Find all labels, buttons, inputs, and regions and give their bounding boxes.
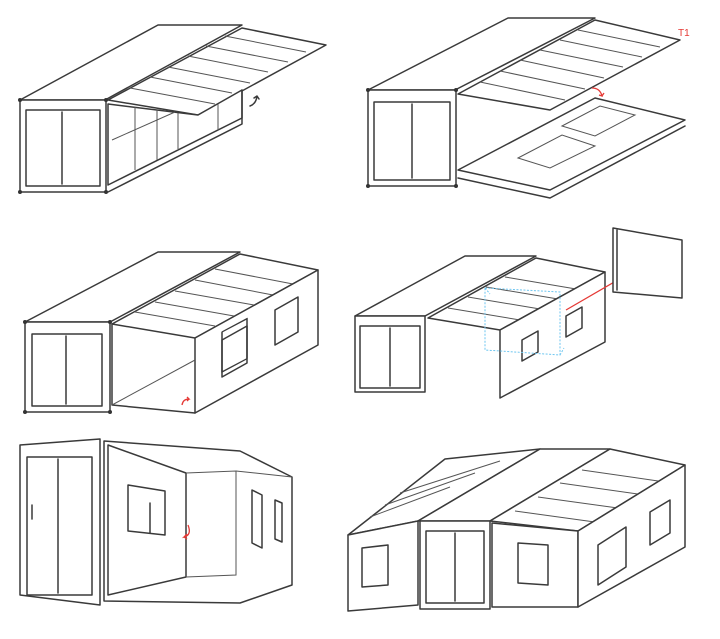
step-6-diagram <box>340 445 720 615</box>
step-4-diagram <box>340 220 720 420</box>
step-label: T1 <box>678 28 690 39</box>
step-5-diagram <box>0 435 300 615</box>
step-2-diagram: T1 <box>350 10 720 210</box>
step-3-diagram <box>0 240 340 420</box>
step-1-diagram <box>0 0 340 210</box>
